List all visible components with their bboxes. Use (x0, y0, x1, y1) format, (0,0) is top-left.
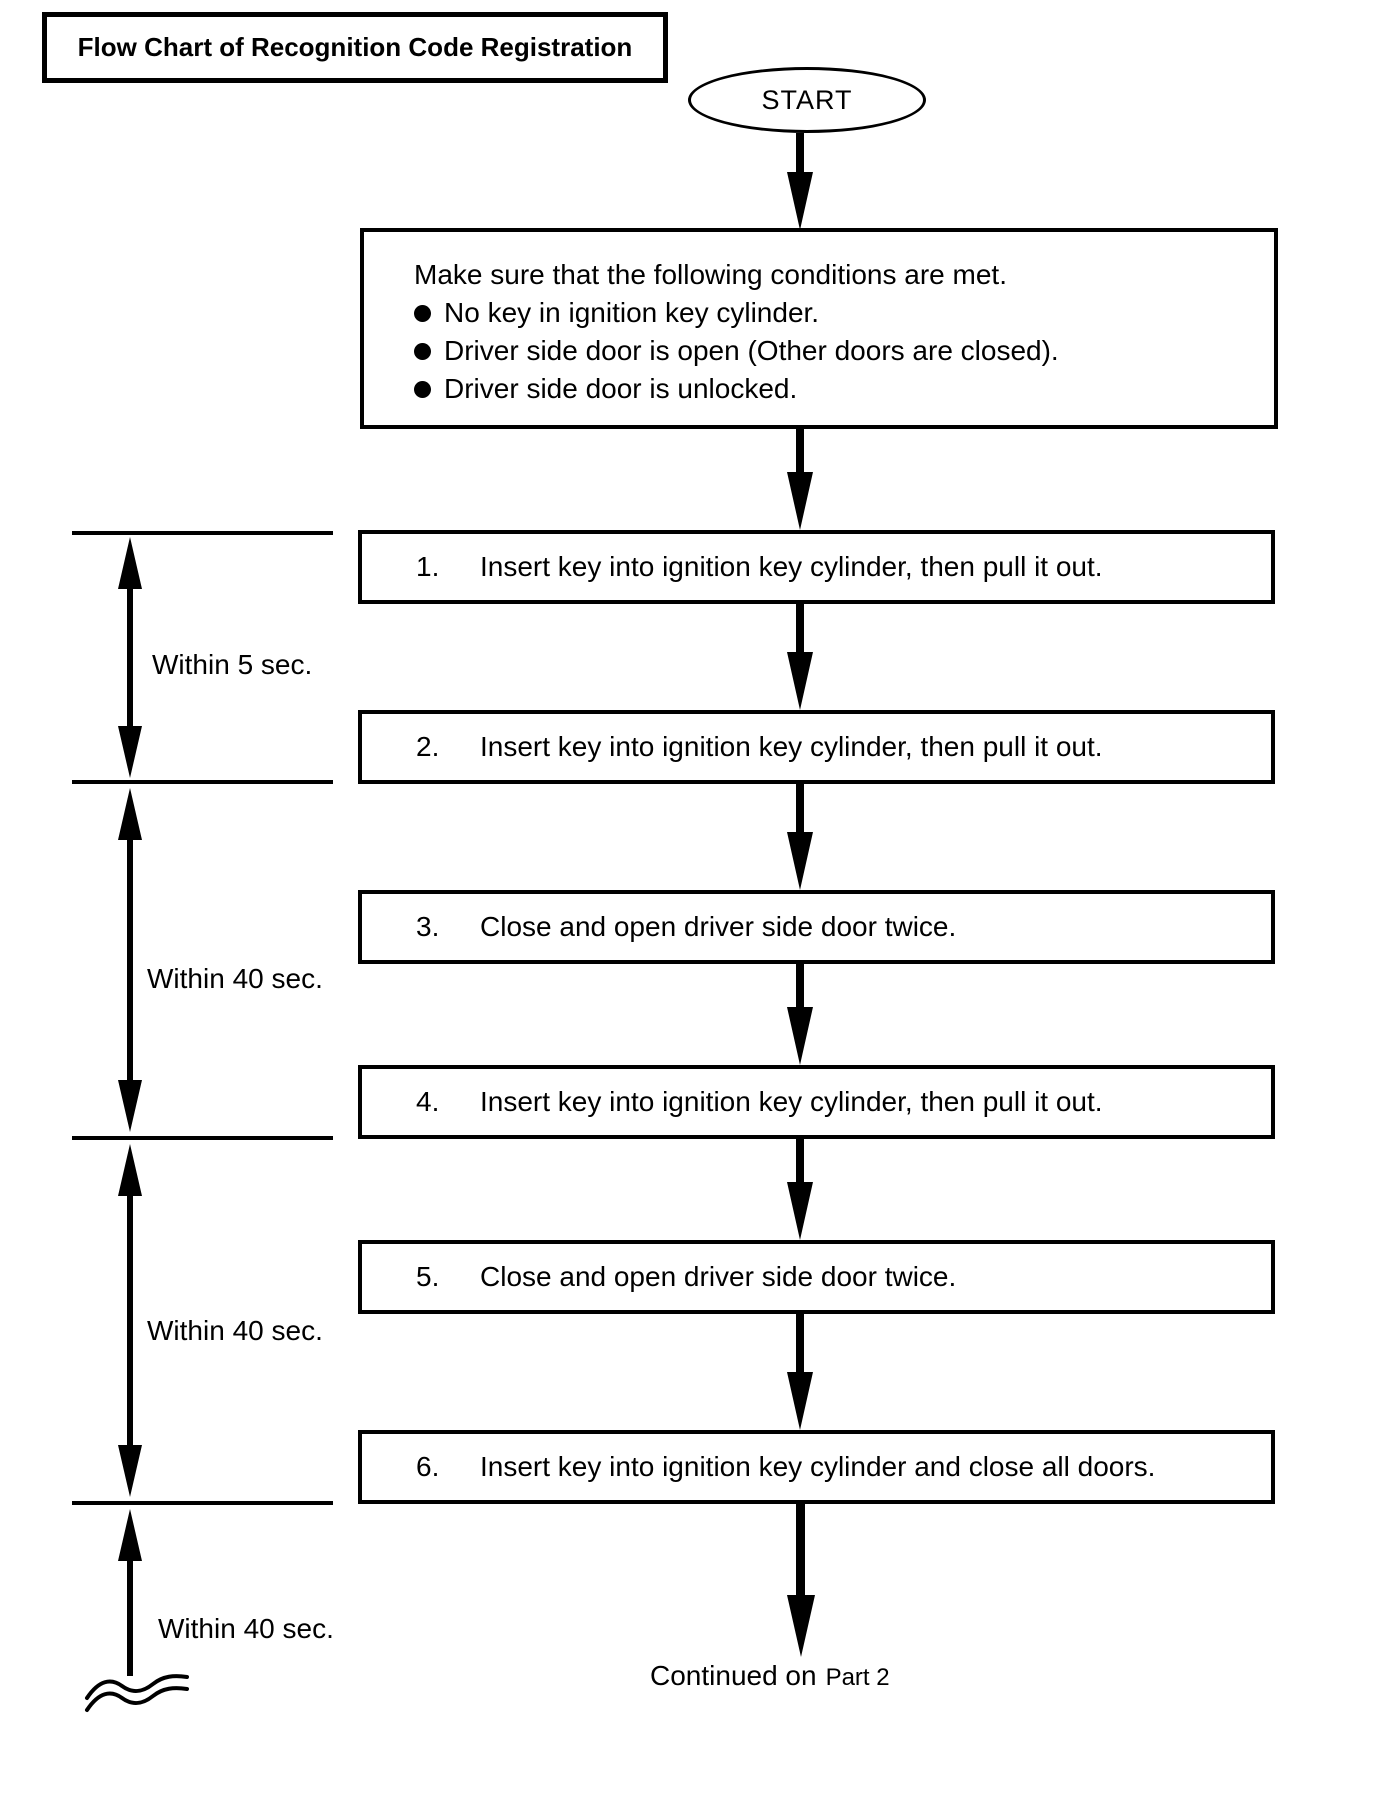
start-node: START (688, 67, 926, 133)
timing-tick-3 (72, 1136, 333, 1140)
step-number: 1. (416, 551, 440, 582)
timing-tick-4 (72, 1501, 333, 1505)
continued-label: Continued on Part 2 (650, 1660, 890, 1692)
step-number: 3. (416, 911, 440, 942)
conditions-intro: Make sure that the following conditions … (414, 259, 1007, 290)
step-number: 2. (416, 731, 440, 762)
continued-target: Part 2 (825, 1664, 890, 1691)
step-number: 4. (416, 1086, 440, 1117)
flow-arrow-step2-to-step3-icon (786, 784, 814, 890)
bullet-icon (414, 342, 431, 360)
flow-arrow-start-to-conditions-icon (786, 133, 814, 230)
flow-arrow-step6-to-continued-icon (786, 1504, 816, 1657)
timing-arrow-4-icon (116, 1509, 144, 1676)
step-box-3: 3. Close and open driver side door twice… (358, 890, 1275, 964)
timing-label-2: Within 40 sec. (147, 963, 323, 994)
timing-arrow-1-icon (116, 537, 144, 778)
step-box-1: 1. Insert key into ignition key cylinder… (358, 530, 1275, 604)
timing-label-1: Within 5 sec. (152, 649, 313, 680)
timing-label-3: Within 40 sec. (147, 1315, 323, 1346)
timing-tick-1 (72, 531, 333, 535)
timing-tick-2 (72, 780, 333, 784)
step-text: Close and open driver side door twice. (480, 911, 957, 942)
bullet-icon (414, 304, 431, 322)
timing-label-4: Within 40 sec. (158, 1613, 334, 1644)
start-label: START (761, 84, 853, 115)
bullet-icon (414, 380, 431, 398)
step-text: Close and open driver side door twice. (480, 1261, 957, 1292)
step-number: 5. (416, 1261, 440, 1292)
step-text: Insert key into ignition key cylinder, t… (480, 551, 1103, 582)
timing-arrow-3-icon (116, 1144, 144, 1497)
flow-arrow-step3-to-step4-icon (786, 962, 814, 1065)
page-title: Flow Chart of Recognition Code Registrat… (77, 32, 633, 62)
break-squiggle-icon (84, 1668, 190, 1716)
condition-item: No key in ignition key cylinder. (414, 294, 1258, 332)
step-box-6: 6. Insert key into ignition key cylinder… (358, 1430, 1275, 1504)
continued-prefix: Continued on (650, 1660, 817, 1691)
step-text: Insert key into ignition key cylinder, t… (480, 731, 1103, 762)
condition-item: Driver side door is unlocked. (414, 370, 1258, 408)
timing-arrow-2-icon (116, 788, 144, 1132)
step-number: 6. (416, 1451, 440, 1482)
flow-arrow-conditions-to-step1-icon (786, 429, 814, 530)
step-box-4: 4. Insert key into ignition key cylinder… (358, 1065, 1275, 1139)
step-box-2: 2. Insert key into ignition key cylinder… (358, 710, 1275, 784)
conditions-box: Make sure that the following conditions … (360, 228, 1278, 429)
title-box: Flow Chart of Recognition Code Registrat… (42, 12, 668, 83)
flow-arrow-step1-to-step2-icon (786, 604, 814, 710)
condition-item: Driver side door is open (Other doors ar… (414, 332, 1258, 370)
flow-arrow-step4-to-step5-icon (786, 1139, 814, 1240)
step-text: Insert key into ignition key cylinder, t… (480, 1086, 1103, 1117)
flow-arrow-step5-to-step6-icon (786, 1314, 814, 1430)
step-box-5: 5. Close and open driver side door twice… (358, 1240, 1275, 1314)
step-text: Insert key into ignition key cylinder an… (480, 1451, 1156, 1482)
